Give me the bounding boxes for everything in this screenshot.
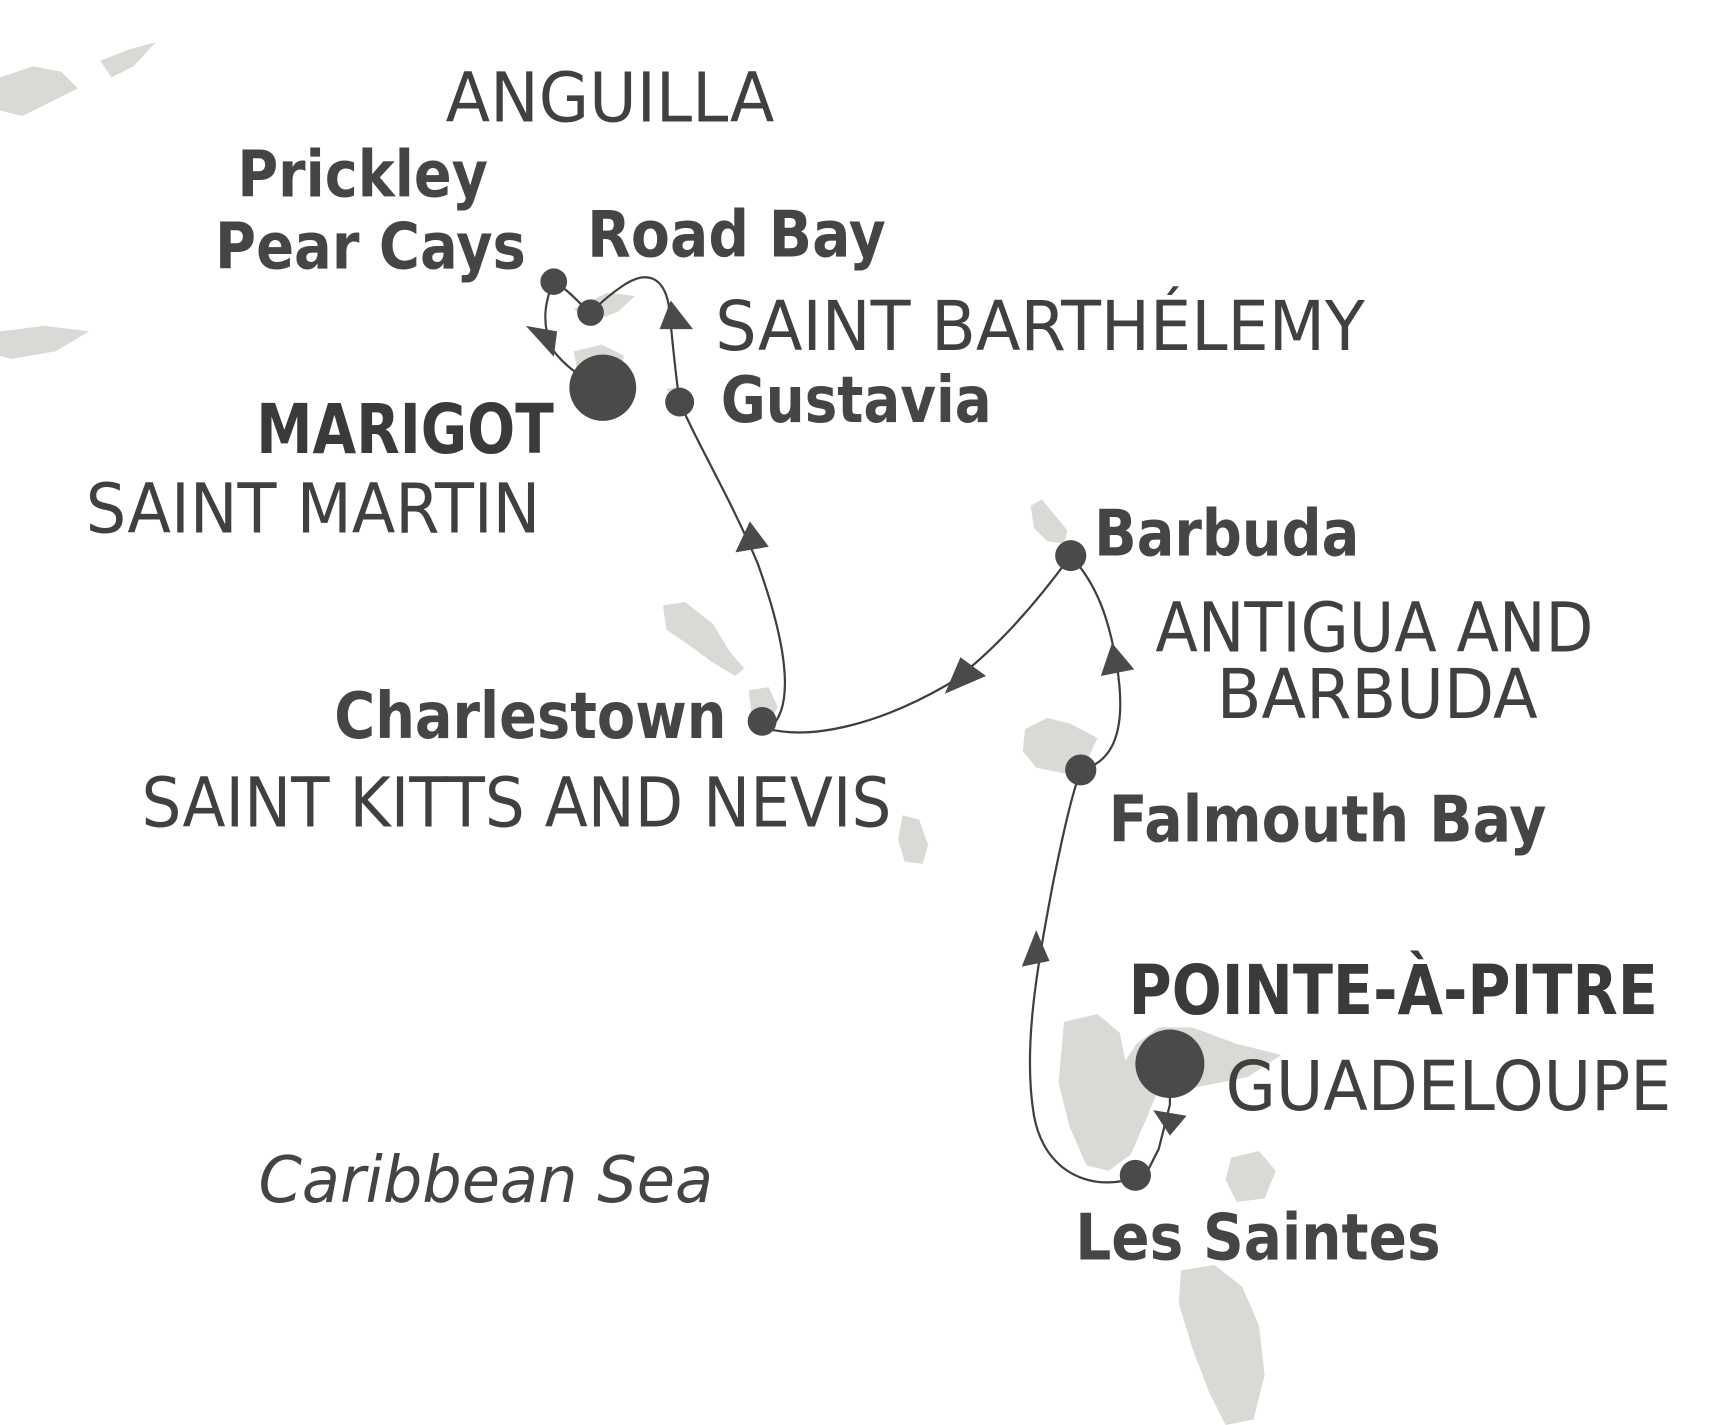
marker-gustavia[interactable] — [665, 387, 695, 417]
label-anguilla: ANGUILLA — [446, 59, 775, 139]
label-les-saintes: Les Saintes — [1075, 1201, 1440, 1276]
stop-markers — [540, 268, 1205, 1191]
label-saint-kitts: SAINT KITTS AND NEVIS — [142, 764, 892, 844]
direction-arrow-icon — [1100, 642, 1135, 677]
marker-les-saintes[interactable] — [1119, 1159, 1151, 1191]
island-virgin-islands — [0, 41, 156, 360]
labels: ANGUILLA Prickley Pear Cays Road Bay SAI… — [86, 59, 1671, 1275]
direction-arrow-icon — [1021, 930, 1050, 967]
marker-road-bay[interactable] — [577, 299, 604, 326]
direction-arrow-icon — [525, 325, 558, 357]
island-barbuda — [1030, 499, 1068, 544]
marker-barbuda[interactable] — [1055, 540, 1087, 572]
label-charlestown: Charlestown — [334, 679, 726, 754]
label-falmouth-bay: Falmouth Bay — [1109, 783, 1547, 858]
marker-prickley-pear-cays[interactable] — [540, 268, 568, 295]
label-barbuda-stop: Barbuda — [1094, 497, 1359, 572]
marker-falmouth-bay[interactable] — [1065, 754, 1097, 786]
direction-arrow-icon — [944, 657, 987, 694]
label-pointe-a-pitre: POINTE-À-PITRE — [1129, 949, 1658, 1031]
label-antigua-line1: ANTIGUA AND — [1155, 589, 1593, 669]
label-antigua-line2: BARBUDA — [1217, 655, 1538, 735]
island-st-kitts — [662, 602, 745, 677]
label-pear-cays: Pear Cays — [215, 210, 526, 285]
label-saint-barthelemy: SAINT BARTHÉLEMY — [715, 285, 1366, 367]
island-montserrat — [898, 815, 929, 864]
label-saint-martin: SAINT MARTIN — [86, 470, 541, 550]
island-marie-galante — [1225, 1151, 1276, 1202]
label-road-bay: Road Bay — [587, 198, 886, 273]
label-guadeloupe: GUADELOUPE — [1226, 1047, 1672, 1127]
label-gustavia: Gustavia — [721, 363, 992, 438]
marker-charlestown[interactable] — [747, 706, 777, 736]
island-dominica — [1178, 1264, 1265, 1425]
island-guadeloupe — [1058, 1014, 1282, 1171]
islands — [0, 41, 1282, 1425]
marker-marigot[interactable] — [569, 354, 637, 421]
direction-arrow-icon — [659, 300, 694, 330]
direction-arrow-icon — [735, 521, 769, 553]
marker-pointe-a-pitre[interactable] — [1135, 1029, 1205, 1099]
direction-arrow-icon — [1153, 1110, 1187, 1136]
label-prickley: Prickley — [237, 138, 488, 213]
label-caribbean-sea: Caribbean Sea — [258, 1143, 713, 1218]
label-marigot: MARIGOT — [256, 390, 554, 470]
